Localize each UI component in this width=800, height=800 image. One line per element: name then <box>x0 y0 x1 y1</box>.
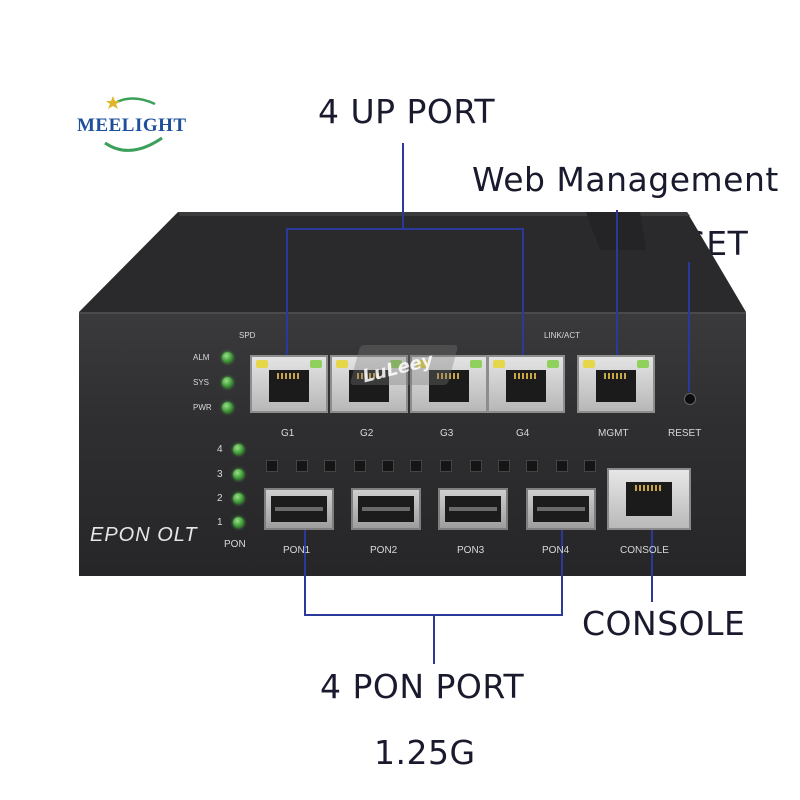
sfp-led-icon <box>410 460 422 472</box>
sys-led-icon <box>222 377 233 388</box>
pon-port-1[interactable] <box>264 488 334 530</box>
callout-web-management: Web Management <box>472 160 779 199</box>
sfp-led-icon <box>556 460 568 472</box>
sfp-led-icon <box>440 460 452 472</box>
pon-led-label-4: 4 <box>217 444 223 455</box>
pon2-led-icon <box>233 493 244 504</box>
label-pon1: PON1 <box>283 545 311 556</box>
uplink-port-g3[interactable] <box>410 355 488 413</box>
label-alm: ALM <box>193 353 210 362</box>
act-led-icon <box>310 360 322 368</box>
sfp-led-icon <box>584 460 596 472</box>
sfp-led-icon <box>324 460 336 472</box>
logo-wordmark: MEELIGHT <box>77 115 187 136</box>
leader-line <box>561 520 563 616</box>
act-led-icon <box>547 360 559 368</box>
leader-line <box>433 614 435 664</box>
leader-line <box>616 210 618 382</box>
alm-led-icon <box>222 352 233 363</box>
callout-pon-port: 4 PON PORT <box>320 667 525 706</box>
label-pon2: PON2 <box>370 545 398 556</box>
leader-line <box>651 502 653 602</box>
link-led-icon <box>256 360 268 368</box>
uplink-port-g1[interactable] <box>250 355 328 413</box>
link-led-icon <box>583 360 595 368</box>
label-sys: SYS <box>193 378 210 387</box>
callout-pon-speed: 1.25G <box>374 733 476 772</box>
uplink-port-g4[interactable] <box>487 355 565 413</box>
sfp-cage-icon <box>533 496 589 522</box>
sfp-led-icon <box>382 460 394 472</box>
leader-line <box>402 143 404 228</box>
rj45-socket-icon <box>626 482 672 516</box>
model-label: EPON OLT <box>90 524 198 546</box>
link-led-icon <box>336 360 348 368</box>
leader-line <box>688 262 690 392</box>
act-led-icon <box>390 360 402 368</box>
pon-led-label-3: 3 <box>217 469 223 480</box>
sfp-led-icon <box>354 460 366 472</box>
pon-led-label-2: 2 <box>217 493 223 504</box>
leader-line <box>286 228 288 386</box>
sfp-led-icon <box>296 460 308 472</box>
label-link-act: LINK/ACT <box>544 331 581 340</box>
label-pwr: PWR <box>193 403 212 412</box>
sfp-cage-icon <box>445 496 501 522</box>
label-mgmt: MGMT <box>598 428 629 439</box>
logo <box>70 88 185 158</box>
callout-console: CONSOLE <box>582 604 746 643</box>
pon1-led-icon <box>233 517 244 528</box>
label-console: CONSOLE <box>620 545 669 556</box>
pon3-led-icon <box>233 469 244 480</box>
label-spd: SPD <box>239 331 256 340</box>
pon-port-2[interactable] <box>351 488 421 530</box>
label-g4: G4 <box>516 428 530 439</box>
rj45-socket-icon <box>269 370 309 402</box>
reset-button[interactable] <box>684 393 696 405</box>
link-led-icon <box>493 360 505 368</box>
label-pon3: PON3 <box>457 545 485 556</box>
pon4-led-icon <box>233 444 244 455</box>
sfp-led-icon <box>470 460 482 472</box>
rj45-socket-icon <box>506 370 546 402</box>
console-port[interactable] <box>607 468 691 530</box>
label-pon: PON <box>224 539 246 550</box>
label-pon4: PON4 <box>542 545 570 556</box>
link-led-icon <box>416 360 428 368</box>
leader-line <box>286 228 524 230</box>
sfp-led-icon <box>266 460 278 472</box>
pon-port-4[interactable] <box>526 488 596 530</box>
label-g3: G3 <box>440 428 454 439</box>
sfp-led-icon <box>498 460 510 472</box>
sfp-cage-icon <box>271 496 327 522</box>
mgmt-port[interactable] <box>577 355 655 413</box>
sfp-led-icon <box>526 460 538 472</box>
label-g2: G2 <box>360 428 374 439</box>
callout-up-port: 4 UP PORT <box>318 92 496 131</box>
rj45-socket-icon <box>429 370 469 402</box>
uplink-port-g2[interactable] <box>330 355 408 413</box>
rj45-socket-icon <box>349 370 389 402</box>
rj45-socket-icon <box>596 370 636 402</box>
act-led-icon <box>637 360 649 368</box>
label-reset: RESET <box>668 428 702 439</box>
sfp-cage-icon <box>358 496 414 522</box>
pon-led-label-1: 1 <box>217 517 223 528</box>
act-led-icon <box>470 360 482 368</box>
leader-line <box>304 520 306 616</box>
pon-port-3[interactable] <box>438 488 508 530</box>
label-g1: G1 <box>281 428 295 439</box>
pwr-led-icon <box>222 402 233 413</box>
logo-swoosh-icon <box>104 96 163 152</box>
leader-line <box>522 228 524 386</box>
